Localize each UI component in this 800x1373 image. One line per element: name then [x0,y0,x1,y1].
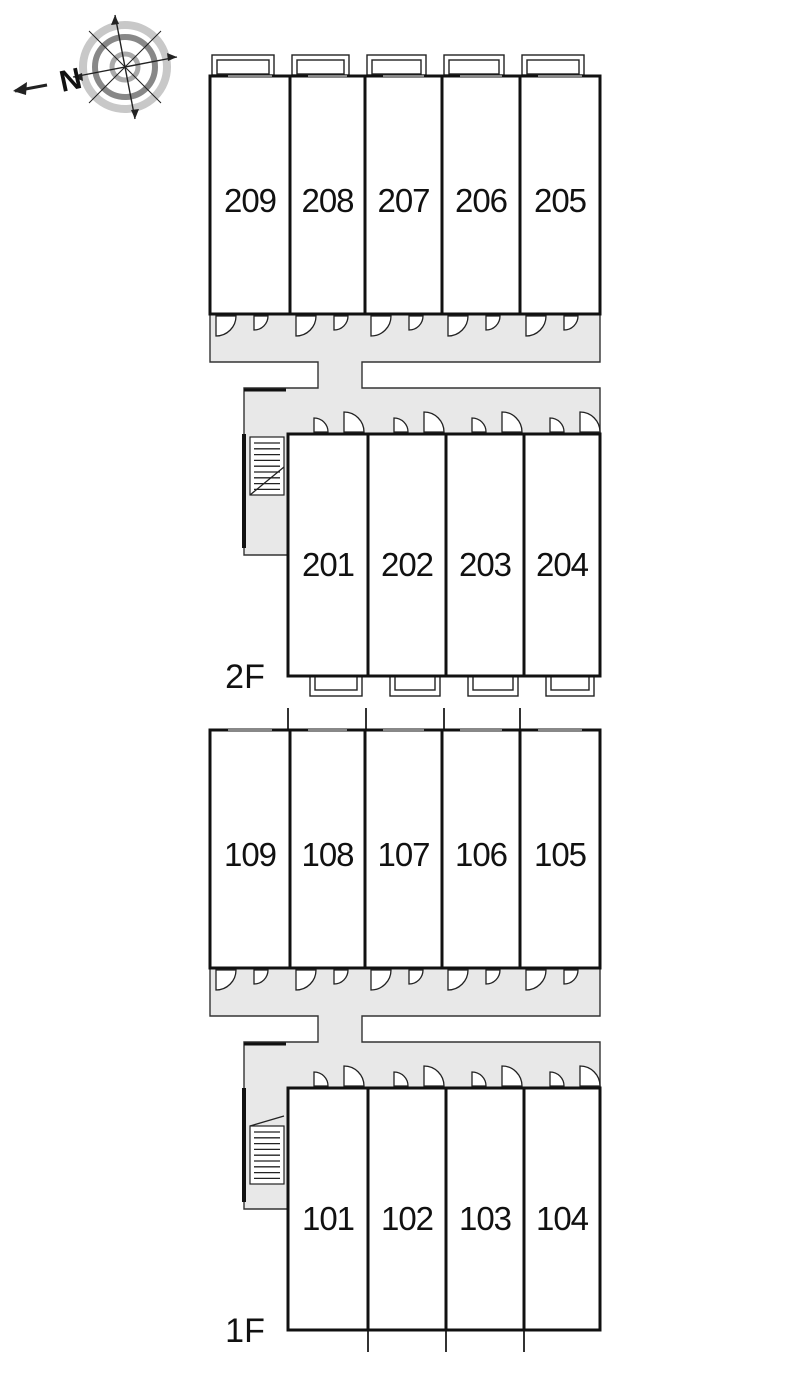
floor-label: 2F [225,658,265,696]
door-swing [408,969,424,985]
door-swing [343,411,365,433]
balcony-inner [448,59,500,75]
balcony-inner [371,59,422,75]
staircase [249,436,285,496]
door-swing [343,1065,365,1087]
balcony-inner [296,59,345,75]
lower-room-block [286,432,602,678]
door-swing [525,969,547,991]
stair-landing-line [249,1115,285,1127]
door-swing [579,1065,601,1087]
floor-2f-plan: 209 208 207 206 205 201 202 203 204 2F [208,54,602,697]
door-swing [333,969,349,985]
door-swing [215,315,237,337]
door-swing [485,969,501,985]
door-swing [333,315,349,331]
door-swing [423,411,445,433]
door-swing [447,969,469,991]
room-number-upper: 105 [534,836,586,873]
door-swing [295,969,317,991]
upper-room-block [208,74,602,316]
room-number-upper: 106 [455,836,507,873]
door-swing [393,417,409,433]
door-swing [215,969,237,991]
room-number-upper: 109 [224,836,276,873]
door-swing [471,417,487,433]
door-swing [253,315,269,331]
stair-landing-line [249,466,285,496]
door-swing [525,315,547,337]
door-swing [423,1065,445,1087]
door-swing [313,1071,329,1087]
door-swing [295,315,317,337]
door-swing [408,315,424,331]
balcony-inner [472,675,514,691]
room-number-upper: 207 [377,182,429,219]
room-number-lower: 103 [459,1200,511,1237]
room-number-upper: 208 [301,182,353,219]
door-swing [501,411,523,433]
door-swing [579,411,601,433]
room-number-lower: 202 [381,546,433,583]
balcony-inner [394,675,436,691]
room-number-upper: 209 [224,182,276,219]
compass-rose-icon [13,14,178,120]
balcony-inner [216,59,270,75]
floor-1f-plan: 109 108 107 106 105 101 102 103 104 1F [208,708,602,1352]
room-number-upper: 205 [534,182,586,219]
room-number-lower: 102 [381,1200,433,1237]
staircase [249,1115,285,1185]
balcony-inner [550,675,590,691]
upper-room-block [208,728,602,970]
door-swing [471,1071,487,1087]
door-swing [370,315,392,337]
room-number-lower: 203 [459,546,511,583]
door-swing [393,1071,409,1087]
door-swing [563,315,579,331]
room-number-upper: 206 [455,182,507,219]
room-number-lower: 201 [302,546,354,583]
door-swing [549,1071,565,1087]
room-number-upper: 108 [301,836,353,873]
room-number-upper: 107 [377,836,429,873]
room-number-lower: 101 [302,1200,354,1237]
door-swing [501,1065,523,1087]
lower-room-block [286,1086,602,1332]
door-swing [549,417,565,433]
balcony-inner [526,59,580,75]
door-swing [253,969,269,985]
balcony-inner [314,675,358,691]
door-swing [313,417,329,433]
door-swing [447,315,469,337]
door-swing [370,969,392,991]
room-number-lower: 104 [536,1200,589,1237]
floor-label: 1F [225,1312,265,1350]
door-swing [563,969,579,985]
room-number-lower: 204 [536,546,589,583]
door-swing [485,315,501,331]
